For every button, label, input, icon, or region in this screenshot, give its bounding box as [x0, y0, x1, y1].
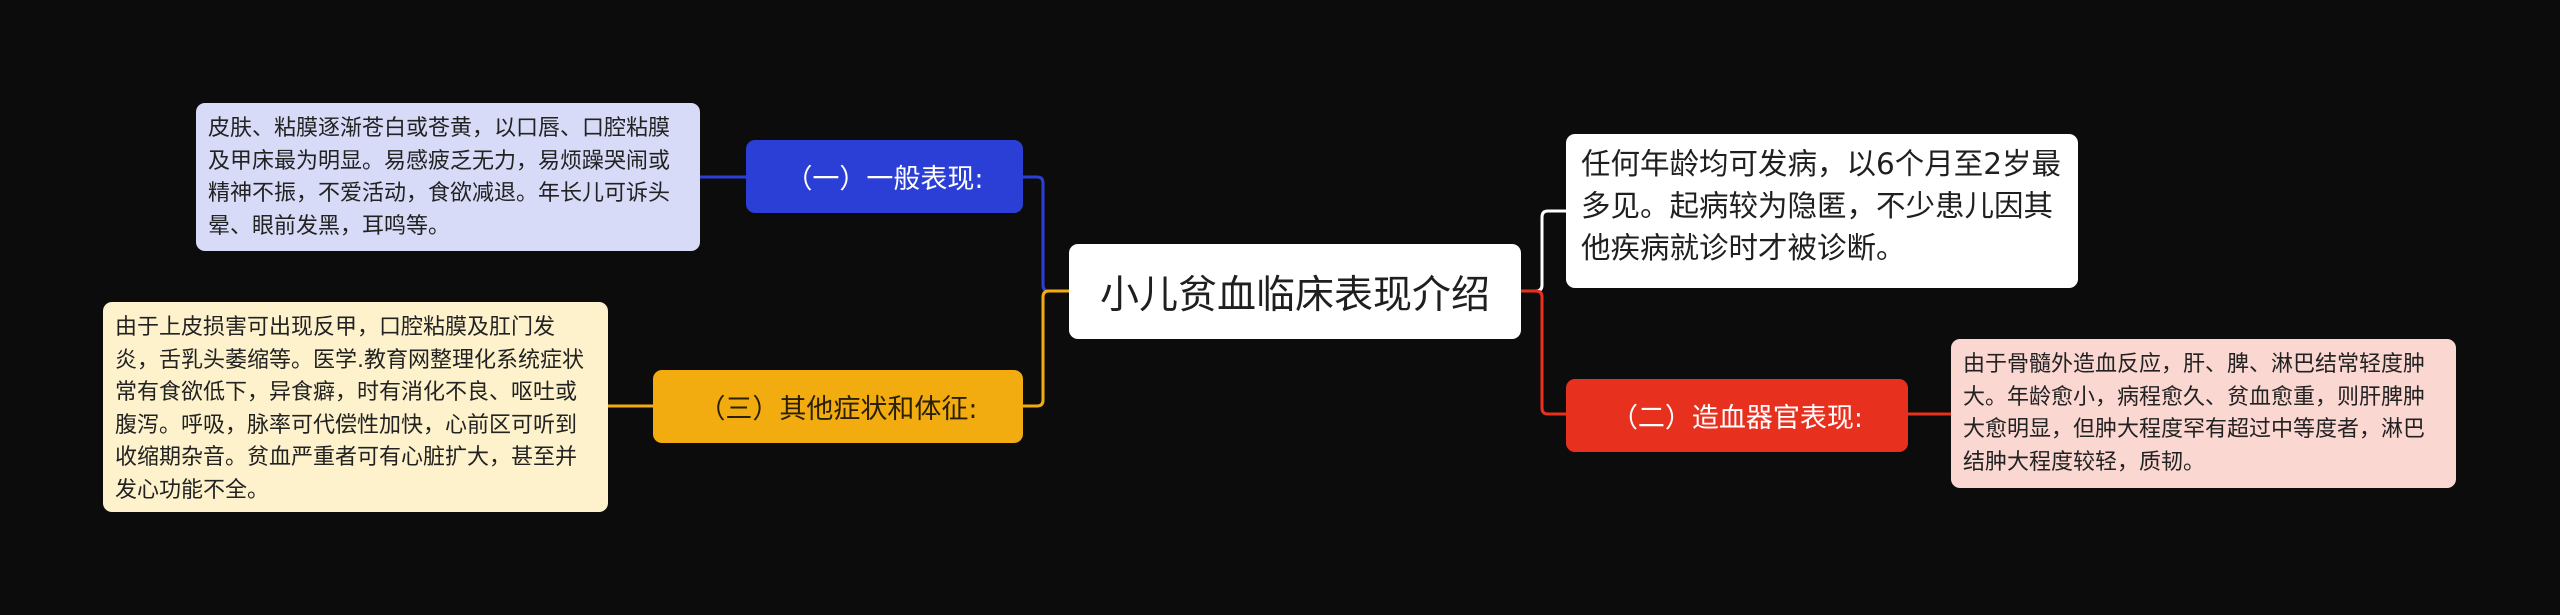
central-topic-label: 小儿贫血临床表现介绍	[1099, 272, 1490, 318]
leaf-blood-text: 由于骨髓外造血反应，肝、脾、淋巴结常轻度肿大。年龄愈小，病程愈久、贫血愈重，则肝…	[1963, 352, 2426, 475]
branch-blood-label: （二）造血器官表现:	[1610, 403, 1864, 434]
branch-other-symptoms[interactable]: （三）其他症状和体征:	[653, 370, 1023, 443]
leaf-general-detail[interactable]: 皮肤、粘膜逐渐苍白或苍黄，以口唇、口腔粘膜及甲床最为明显。易感疲乏无力，易烦躁哭…	[196, 103, 700, 251]
onset-note[interactable]: 任何年龄均可发病，以6个月至2岁最多见。起病较为隐匿，不少患儿因其他疾病就诊时才…	[1566, 134, 2078, 288]
connector-center-general	[1023, 175, 1069, 293]
leaf-blood-detail[interactable]: 由于骨髓外造血反应，肝、脾、淋巴结常轻度肿大。年龄愈小，病程愈久、贫血愈重，则肝…	[1951, 339, 2456, 488]
onset-note-text: 任何年龄均可发病，以6个月至2岁最多见。起病较为隐匿，不少患儿因其他疾病就诊时才…	[1581, 147, 2062, 265]
branch-hematopoietic-organs[interactable]: （二）造血器官表现:	[1566, 379, 1908, 452]
leaf-other-text: 由于上皮损害可出现反甲，口腔粘膜及肛门发炎，舌乳头萎缩等。医学.教育网整理化系统…	[115, 315, 584, 503]
connector-center-blood	[1521, 289, 1566, 416]
leaf-other-detail[interactable]: 由于上皮损害可出现反甲，口腔粘膜及肛门发炎，舌乳头萎缩等。医学.教育网整理化系统…	[103, 302, 608, 512]
branch-other-label: （三）其他症状和体征:	[698, 394, 978, 425]
connector-center-onset	[1521, 209, 1566, 293]
connector-center-other	[1023, 289, 1069, 408]
branch-general-label: （一）一般表现:	[785, 164, 984, 195]
leaf-general-text: 皮肤、粘膜逐渐苍白或苍黄，以口唇、口腔粘膜及甲床最为明显。易感疲乏无力，易烦躁哭…	[208, 116, 671, 239]
branch-general-symptoms[interactable]: （一）一般表现:	[746, 140, 1023, 213]
central-topic[interactable]: 小儿贫血临床表现介绍	[1069, 244, 1521, 339]
